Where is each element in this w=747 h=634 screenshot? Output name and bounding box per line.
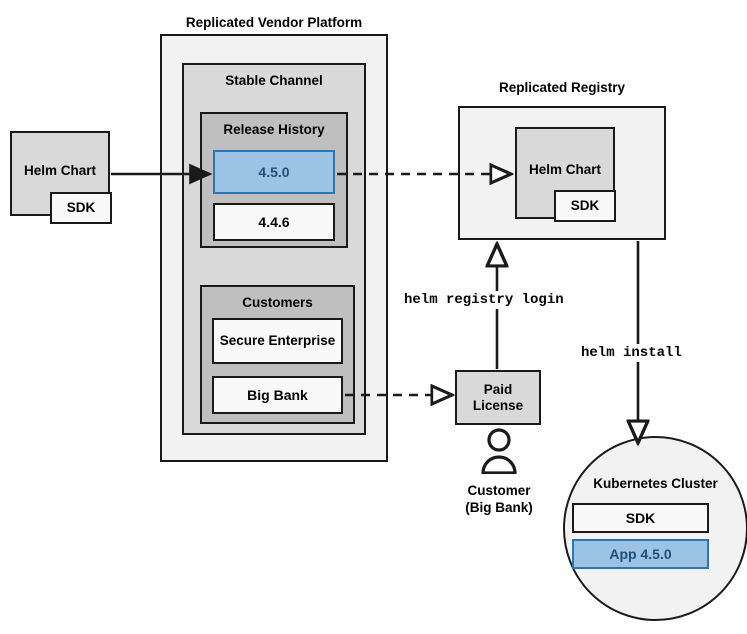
person-icon bbox=[480, 428, 518, 475]
customer-actor-line1: Customer bbox=[467, 483, 531, 498]
release-item-4-5-0[interactable]: 4.5.0 bbox=[213, 150, 335, 194]
registry-sdk-box: SDK bbox=[554, 190, 616, 222]
customers-label: Customers bbox=[242, 295, 313, 310]
customer-actor-line2: (Big Bank) bbox=[465, 499, 533, 515]
command-helm-install: helm install bbox=[578, 344, 685, 362]
customer-actor-label: Customer (Big Bank) bbox=[437, 483, 561, 517]
platform-title: Replicated Vendor Platform bbox=[185, 15, 363, 30]
registry-title: Replicated Registry bbox=[498, 80, 626, 95]
cluster-sdk-box: SDK bbox=[572, 503, 709, 533]
paid-license-box: Paid License bbox=[455, 370, 541, 425]
cluster-app-box: App 4.5.0 bbox=[572, 539, 709, 569]
release-history-label: Release History bbox=[223, 122, 325, 137]
paid-license-label: Paid License bbox=[472, 381, 524, 413]
registry-helm-chart-label: Helm Chart bbox=[528, 162, 601, 177]
release-item-4-4-6[interactable]: 4.4.6 bbox=[213, 203, 335, 241]
customer-big-bank[interactable]: Big Bank bbox=[212, 376, 343, 414]
source-helm-chart-label: Helm Chart bbox=[23, 163, 96, 178]
customer-secure-enterprise-label: Secure Enterprise bbox=[219, 333, 336, 349]
kubernetes-cluster-title: Kubernetes Cluster bbox=[593, 476, 718, 491]
customer-secure-enterprise[interactable]: Secure Enterprise bbox=[212, 318, 343, 364]
stable-channel-label: Stable Channel bbox=[225, 73, 323, 88]
source-sdk-box: SDK bbox=[50, 192, 112, 224]
command-registry-login: helm registry login bbox=[401, 291, 567, 309]
